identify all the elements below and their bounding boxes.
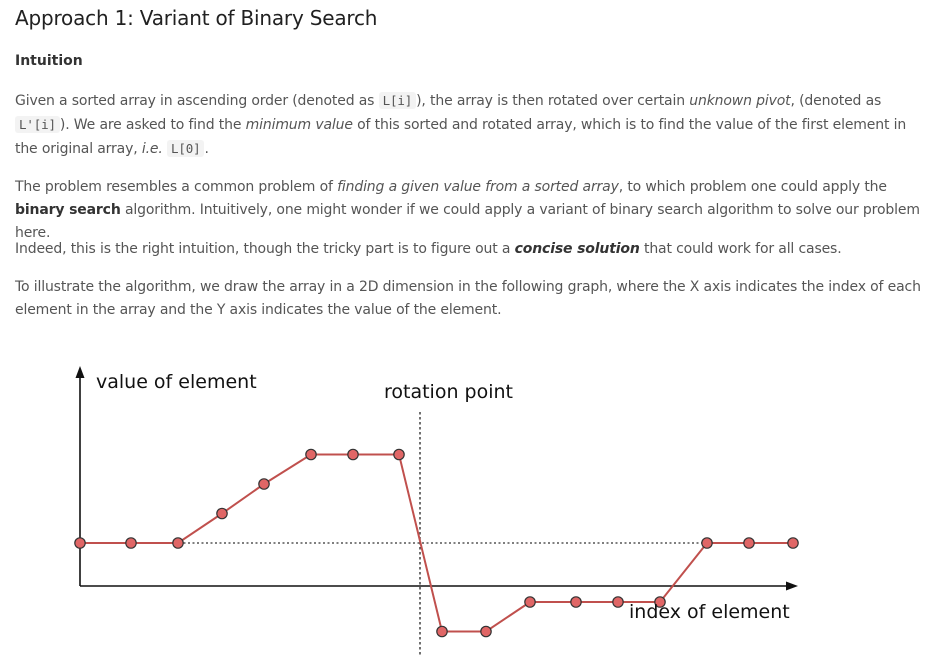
data-point [524,596,536,608]
text: . [204,141,209,157]
section-heading: Intuition [15,53,83,69]
data-point [258,478,270,490]
inline-code: L'[i] [15,116,60,133]
data-point [305,448,317,461]
data-point [743,537,755,549]
y-axis-label: value of element [96,371,257,393]
paragraph-illustration: To illustrate the algorithm, we draw the… [15,276,927,322]
y-axis-arrow [75,366,85,378]
data-point [216,507,228,520]
strong-text: binary search [15,202,121,218]
text: algorithm. Intuitively, one might wonder… [15,202,920,241]
page-title: Approach 1: Variant of Binary Search [15,6,378,30]
text: , (denoted as [790,93,882,109]
data-point [347,448,359,461]
data-point [480,625,492,638]
data-point [701,537,713,549]
data-point [436,625,448,638]
paragraph-binary-search: The problem resembles a common problem o… [15,176,927,245]
text: ), the array is then rotated over certai… [416,93,690,109]
x-axis-label: index of element [629,601,790,623]
inline-code: L[i] [378,92,417,109]
data-point [654,596,666,608]
inline-code: L[0] [166,140,205,157]
data-point [570,596,582,608]
emphasis: finding a given value from a sorted arra… [337,179,619,195]
data-point [74,537,86,549]
text: To illustrate the algorithm, we draw the… [15,279,921,318]
emphasis: i.e. [141,141,163,157]
data-point [172,537,184,549]
text: , to which problem one could apply the [618,179,887,195]
text: that could work for all cases. [639,241,842,257]
text: ). We are asked to find the [59,117,246,133]
text: of this sorted and rotated array, which … [15,117,907,157]
rotation-point-label: rotation point [384,381,513,403]
paragraph-problem-statement: Given a sorted array in ascending order … [15,89,927,161]
data-point [125,537,137,549]
emphasis: minimum value [245,117,353,133]
text: Given a sorted array in ascending order … [15,93,379,109]
data-point [787,537,799,549]
data-point [612,596,624,608]
text: The problem resembles a common problem o… [15,179,338,195]
paragraph-intuition: Indeed, this is the right intuition, tho… [15,238,927,261]
data-point [393,448,405,461]
strong-text: concise solution [515,241,640,257]
emphasis: unknown pivot [689,93,791,109]
chart-layer [74,366,799,657]
x-axis-arrow [786,581,798,591]
text: Indeed, this is the right intuition, tho… [15,241,515,257]
emphasis: concise solution [514,241,640,257]
